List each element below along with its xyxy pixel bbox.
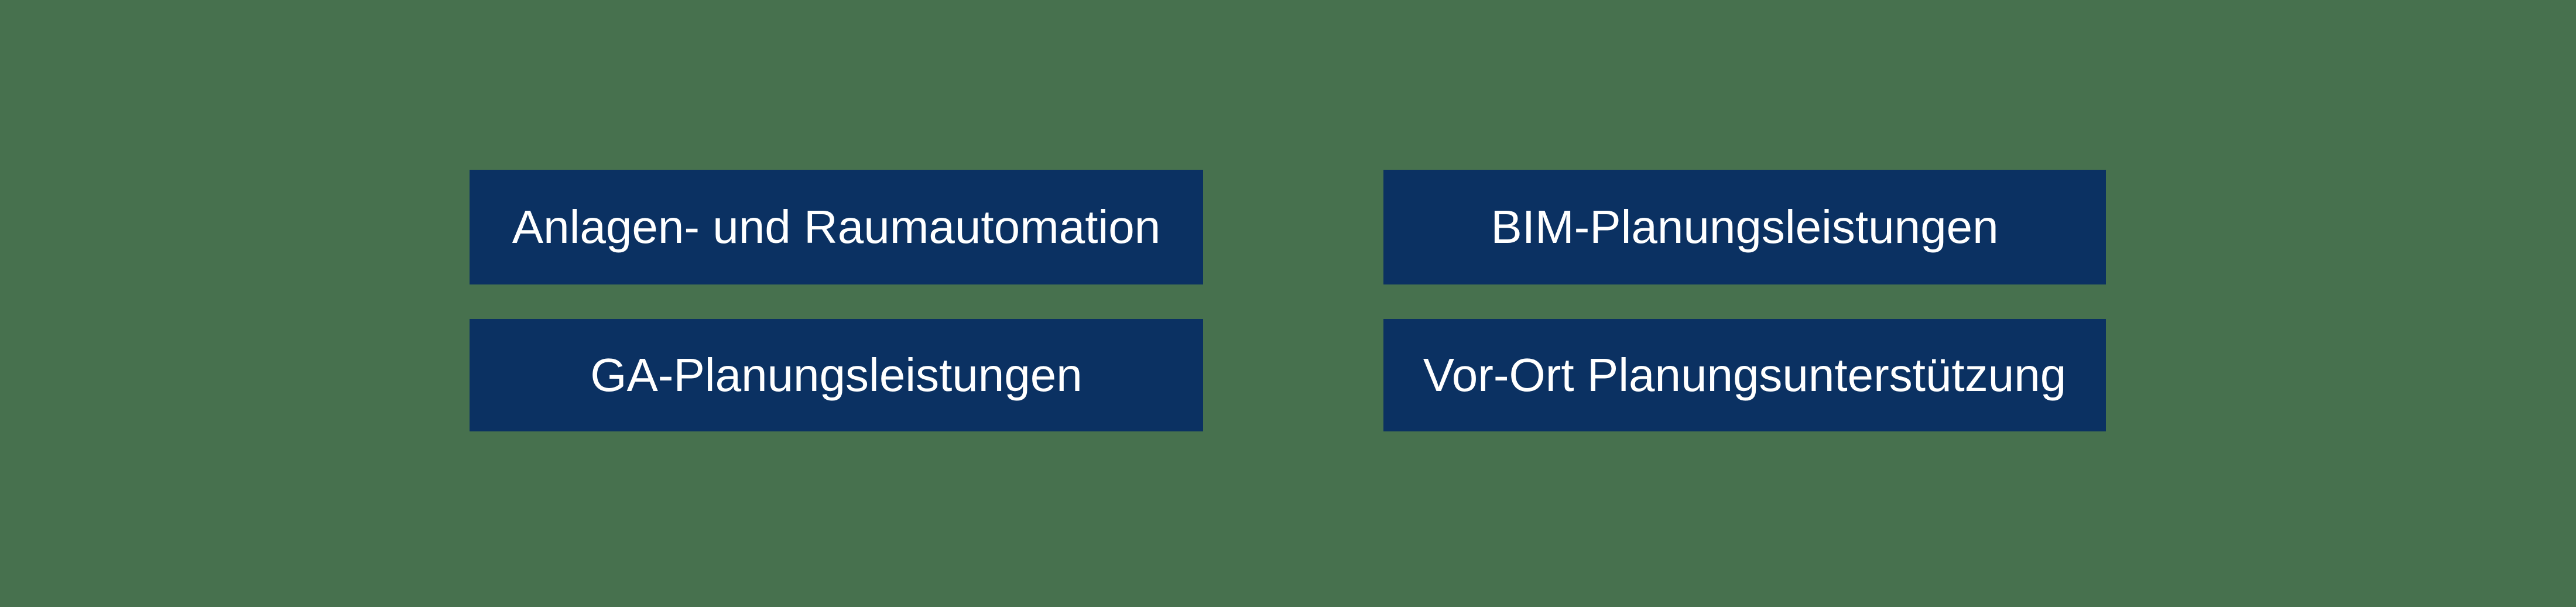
service-button-label: Vor-Ort Planungsunterstützung bbox=[1423, 349, 2067, 401]
service-button-grid: Anlagen- und Raumautomation BIM-Planungs… bbox=[470, 170, 2106, 431]
service-button-vor-ort-planungsunterstuetzung[interactable]: Vor-Ort Planungsunterstützung bbox=[1383, 319, 2106, 431]
service-button-label: BIM-Planungsleistungen bbox=[1491, 201, 1999, 253]
service-button-label: GA-Planungsleistungen bbox=[590, 349, 1083, 401]
service-button-label: Anlagen- und Raumautomation bbox=[512, 201, 1161, 253]
service-button-ga-planungsleistungen[interactable]: GA-Planungsleistungen bbox=[470, 319, 1203, 431]
service-button-bim-planungsleistungen[interactable]: BIM-Planungsleistungen bbox=[1383, 170, 2106, 284]
service-button-anlagen-und-raumautomation[interactable]: Anlagen- und Raumautomation bbox=[470, 170, 1203, 284]
